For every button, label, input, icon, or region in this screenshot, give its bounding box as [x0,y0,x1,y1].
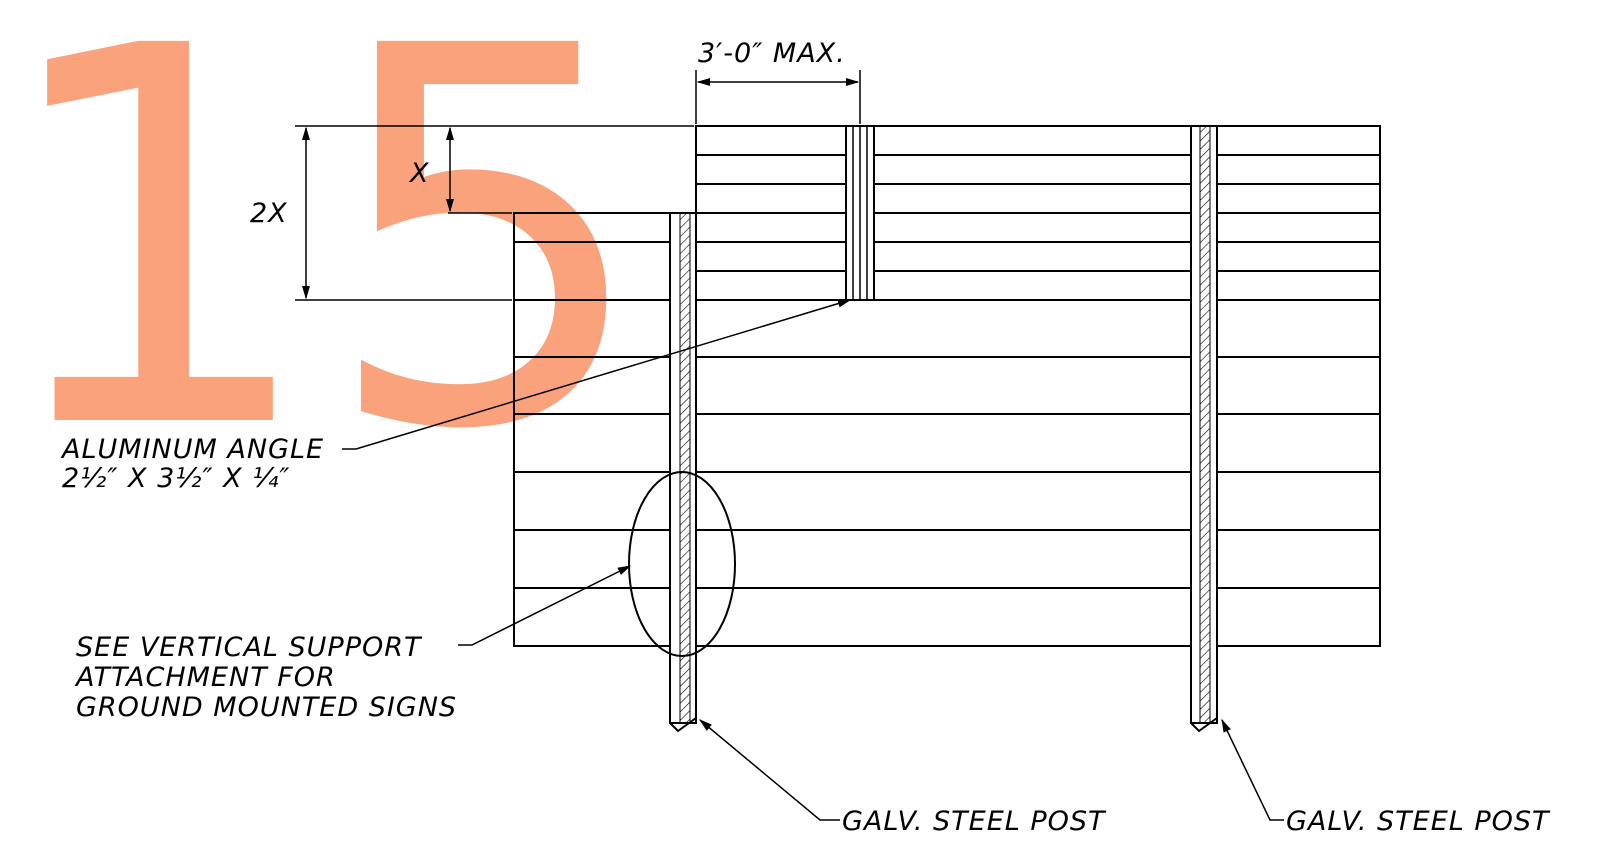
note-line1: SEE VERTICAL SUPPORT [76,632,423,663]
angle-label-line1: ALUMINUM ANGLE [60,434,324,465]
right-steel-post [1190,125,1218,733]
note-leader [458,565,632,646]
detail-ellipse [628,471,736,657]
right-post-label: GALV. STEEL POST [1286,806,1551,837]
dimension-x-label: X [408,158,430,189]
right-post-leader [1221,718,1284,821]
max-spacing-dimension [695,70,861,124]
dimension-x [445,126,512,214]
dimension-2x-label: 2X [250,198,288,229]
left-post-label: GALV. STEEL POST [842,806,1107,837]
left-steel-post [669,212,697,733]
left-post-leader [698,719,840,821]
watermark-number: 15 [0,0,652,543]
angle-leader [342,299,852,450]
max-spacing-label: 3′-0″ MAX. [698,38,846,69]
note-line3: GROUND MOUNTED SIGNS [76,692,457,723]
lower-sign-panel [513,212,1381,647]
dimension-2x [295,125,694,301]
angle-label-line2: 2½″ X 3½″ X ¼″ [62,463,290,494]
aluminum-angle [845,125,875,301]
note-line2: ATTACHMENT FOR [74,662,336,693]
